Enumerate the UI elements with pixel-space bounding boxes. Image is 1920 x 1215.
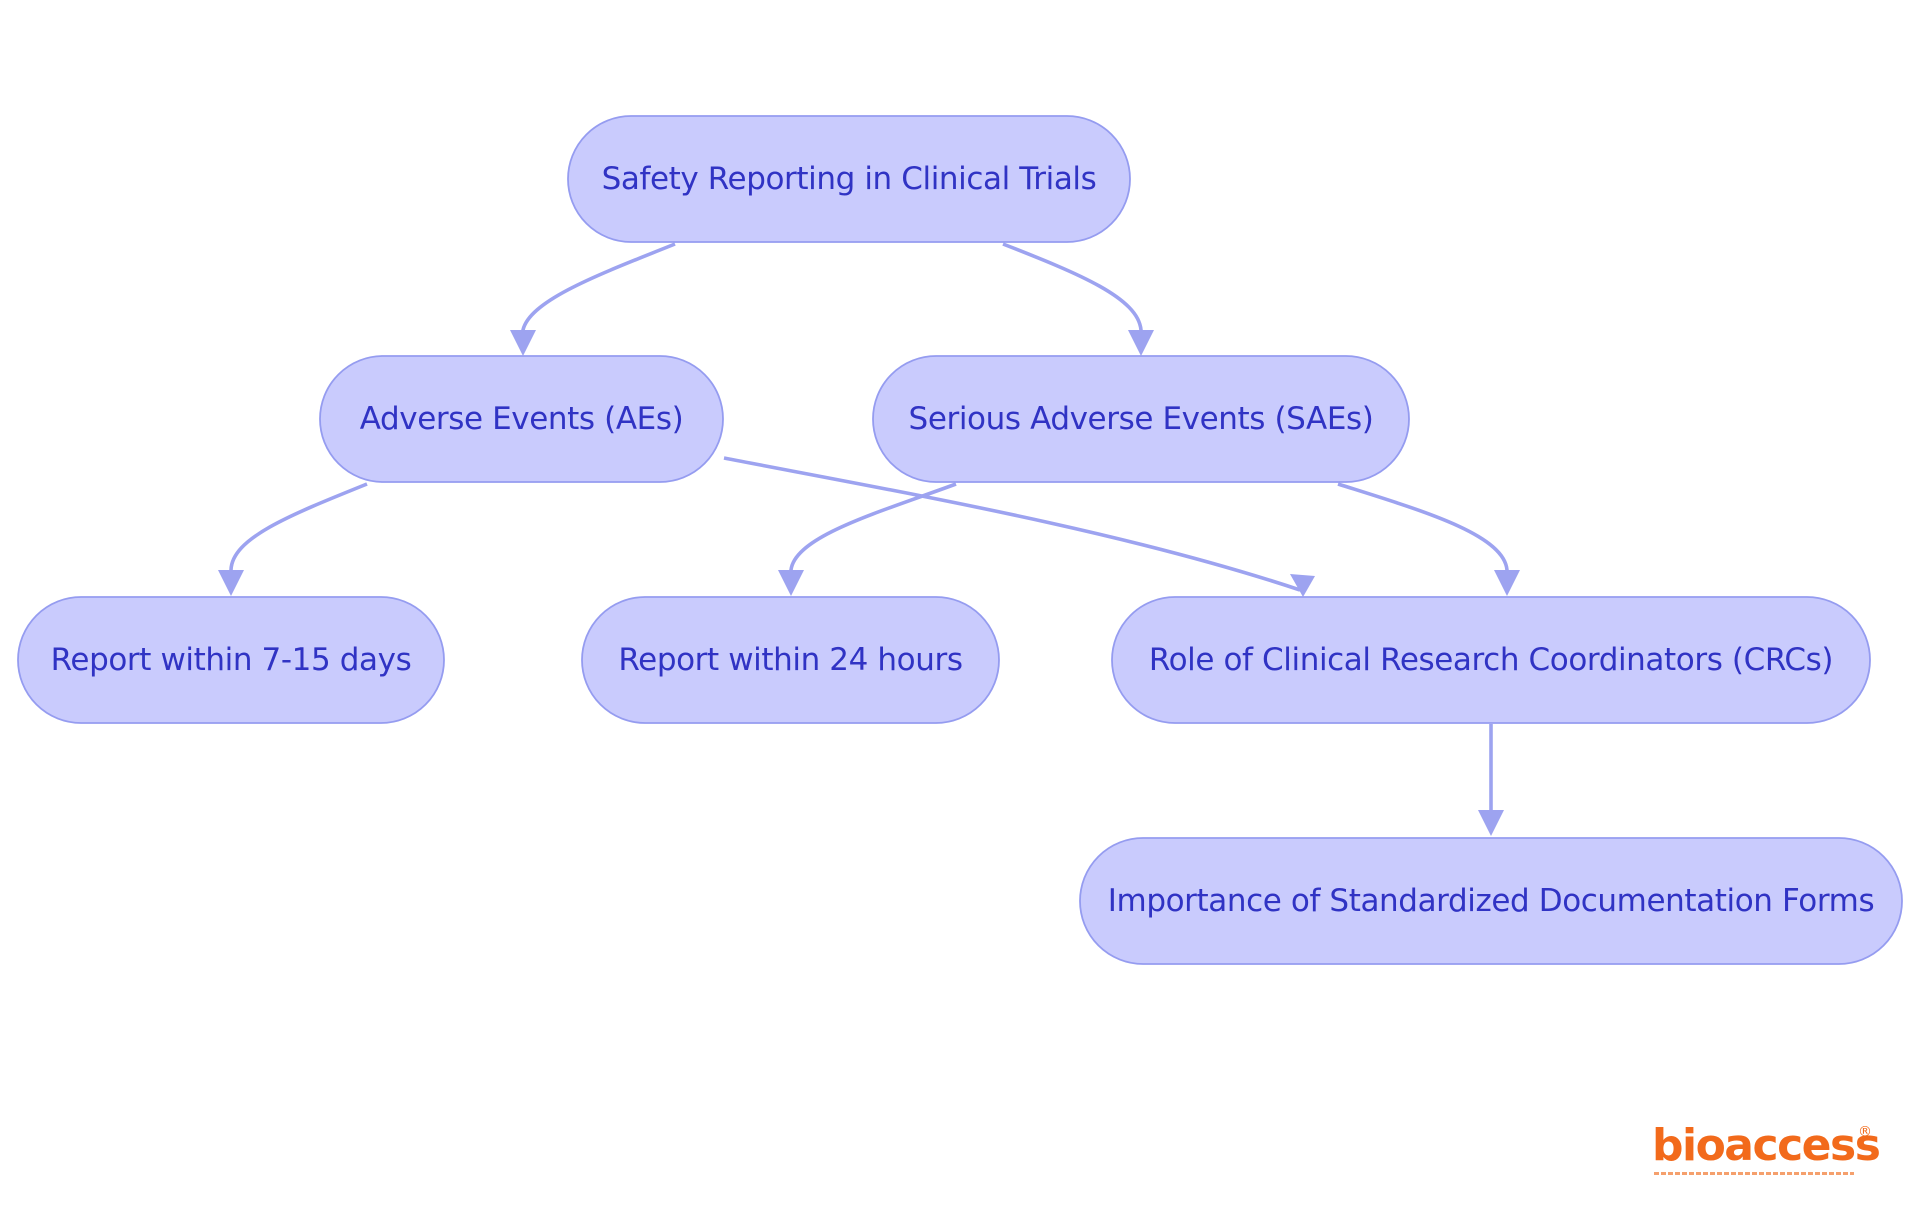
node-report-24h [581,596,1000,724]
node-label-aes: Adverse Events (AEs) [359,401,684,437]
edge-aes-to-report-7-15 [229,482,368,582]
node-label-report-7-15: Report within 7-15 days [50,642,412,678]
arrowhead-root-to-saes [1128,330,1154,356]
node-saes [872,355,1410,483]
edges [218,242,1520,836]
arrowhead-root-to-aes [510,330,536,356]
edge-saes-to-crcs [1337,482,1509,582]
arrowhead-saes-to-crcs [1494,570,1520,596]
bioaccess-logo: bioaccess ® [1640,1120,1881,1180]
edge-root-to-saes [1002,242,1143,342]
node-crcs [1111,596,1871,724]
arrowhead-aes-to-crcs [1290,574,1315,597]
node-report-7-15 [17,596,445,724]
arrowhead-crcs-to-forms [1478,810,1504,836]
node-forms [1079,837,1903,965]
edge-aes-to-crcs [723,456,1301,592]
node-label-report-24h: Report within 24 hours [618,642,963,678]
arrowhead-saes-to-report-24h [778,570,804,596]
node-label-crcs: Role of Clinical Research Coordinators (… [1148,642,1834,678]
edge-root-to-aes [521,242,676,342]
logo-registered-mark: ® [1858,1124,1872,1140]
node-root [567,115,1131,243]
node-label-saes: Serious Adverse Events (SAEs) [908,401,1374,437]
node-label-root: Safety Reporting in Clinical Trials [601,161,1097,197]
edge-saes-to-report-24h [789,482,957,582]
logo-tagline-graphic [1654,1172,1854,1175]
node-label-forms: Importance of Standardized Documentation… [1107,883,1875,919]
logo-wordmark: bioaccess [1652,1120,1881,1171]
arrowhead-aes-to-report-7-15 [218,570,244,596]
node-aes [319,355,724,483]
